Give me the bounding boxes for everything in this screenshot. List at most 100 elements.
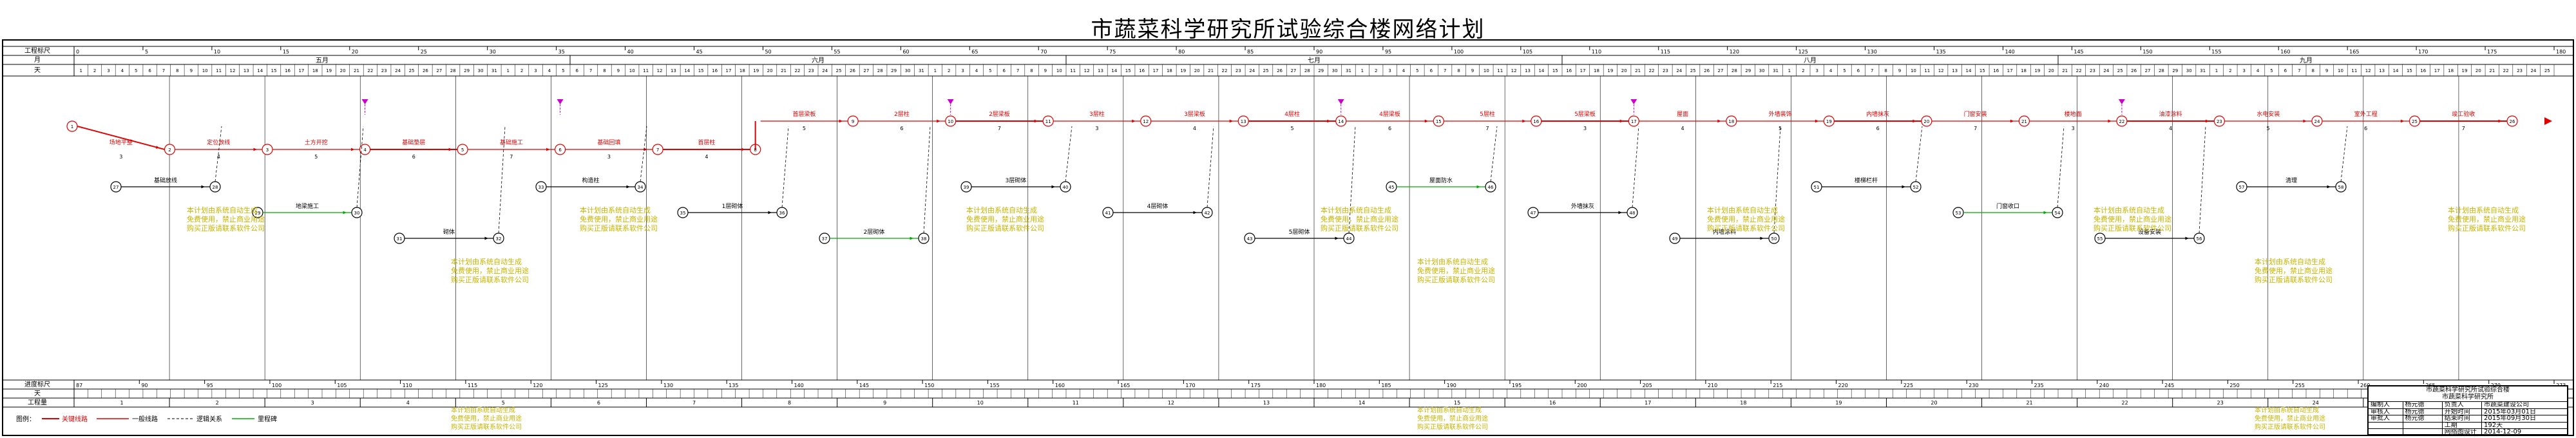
day-number: 22 bbox=[367, 68, 373, 73]
task-label: 油漆涂料 bbox=[2159, 110, 2182, 118]
day-number: 18 bbox=[2021, 68, 2027, 73]
dependency-link bbox=[1915, 126, 1923, 182]
scale-tick-label: 260 bbox=[2360, 383, 2370, 388]
node-number: 13 bbox=[1241, 119, 1246, 124]
arrow-head bbox=[2010, 119, 2014, 123]
day-number: 27 bbox=[863, 68, 869, 73]
day-number: 8 bbox=[1884, 68, 1887, 73]
watermark-text: 免费使用，禁止商业用途 bbox=[966, 214, 1044, 224]
day-number: 16 bbox=[2420, 68, 2426, 73]
task-label: 场地平整 bbox=[110, 138, 133, 146]
month-label: 七月 bbox=[1308, 57, 1321, 64]
outer-frame bbox=[2, 39, 2574, 436]
dependency-link bbox=[923, 126, 931, 234]
arrow-head bbox=[937, 119, 940, 123]
scale-tick-label: 245 bbox=[2164, 383, 2174, 388]
info-cell: 2015年09月30日 bbox=[2484, 415, 2536, 422]
node-number: 6 bbox=[558, 148, 562, 153]
week-number: 9 bbox=[883, 400, 886, 406]
info-cell: 审核人 bbox=[2369, 408, 2403, 415]
node-number: 36 bbox=[779, 211, 785, 216]
info-cell: 编制人 bbox=[2369, 402, 2403, 408]
task-duration: 3 bbox=[607, 154, 611, 160]
day-number: 13 bbox=[1525, 68, 1531, 73]
day-number: 21 bbox=[354, 68, 359, 73]
task-label: 5层柱 bbox=[1480, 110, 1495, 118]
node-number: 15 bbox=[1436, 119, 1442, 124]
arrow-head bbox=[839, 119, 843, 123]
day-number: 26 bbox=[850, 68, 855, 73]
info-cell: 2014-12-09 bbox=[2484, 429, 2522, 435]
task-duration: 7 bbox=[2462, 126, 2465, 131]
task-label: 4层柱 bbox=[1284, 110, 1300, 118]
node-number: 7 bbox=[656, 148, 659, 153]
week-number: 20 bbox=[1931, 400, 1937, 406]
day-number: 22 bbox=[1649, 68, 1655, 73]
week-number: 12 bbox=[1168, 400, 1174, 406]
info-cell: 市蔬菜建设公司 bbox=[2484, 402, 2530, 408]
scale-tick-label: 160 bbox=[1055, 383, 1065, 388]
scale-tick-label: 105 bbox=[1523, 49, 1532, 55]
scale-tick-label: 165 bbox=[2349, 49, 2359, 55]
node-number: 48 bbox=[1630, 211, 1636, 216]
scale-tick-label: 130 bbox=[663, 383, 673, 388]
task-duration: 7 bbox=[998, 126, 1001, 131]
legend-milestone-label: 里程碑 bbox=[258, 415, 277, 423]
day-number: 9 bbox=[1898, 68, 1901, 73]
scale-tick-label: 200 bbox=[1577, 383, 1587, 388]
node-number: 3 bbox=[266, 148, 269, 153]
scale-tick-label: 120 bbox=[1730, 49, 1739, 55]
watermark-text: 本计划由系统自动生成 bbox=[1417, 257, 1488, 266]
day-number: 19 bbox=[1607, 68, 1613, 73]
milestone-marker bbox=[361, 99, 368, 104]
week-number: 15 bbox=[1454, 400, 1460, 406]
task-label: 基础回填 bbox=[597, 138, 620, 146]
node-number: 17 bbox=[1631, 119, 1637, 124]
day-number: 12 bbox=[1938, 68, 1944, 73]
arrow-head bbox=[1193, 211, 1197, 214]
scale-tick-label: 180 bbox=[1316, 383, 1326, 388]
day-number: 13 bbox=[671, 68, 676, 73]
day-number: 3 bbox=[1815, 68, 1818, 73]
milestone-marker bbox=[1630, 99, 1637, 104]
arrow-head bbox=[1913, 119, 1916, 123]
node-number: 27 bbox=[113, 185, 119, 190]
node-number: 51 bbox=[1814, 185, 1820, 190]
task-label: 竣工验收 bbox=[2452, 110, 2475, 118]
node-number: 31 bbox=[397, 236, 403, 242]
week-number: 11 bbox=[1073, 400, 1079, 406]
row-label-month: 月 bbox=[34, 56, 41, 64]
arrow-head bbox=[351, 148, 355, 151]
month-label: 九月 bbox=[2300, 57, 2313, 64]
node-number: 21 bbox=[2021, 119, 2027, 124]
scale-tick-label: 40 bbox=[627, 49, 634, 55]
scale-tick-label: 120 bbox=[533, 383, 542, 388]
day-number: 10 bbox=[1484, 68, 1489, 73]
node-number: 39 bbox=[964, 185, 969, 190]
day-number: 29 bbox=[2172, 68, 2178, 73]
watermark-text: 本计划由系统自动生成 bbox=[1321, 205, 1391, 214]
day-number: 29 bbox=[464, 68, 470, 73]
arrow-head bbox=[2327, 185, 2331, 189]
day-number: 17 bbox=[2007, 68, 2013, 73]
arrow-head bbox=[1717, 119, 1721, 123]
watermark-text: 免费使用，禁止商业用途 bbox=[580, 214, 658, 224]
arrow-head bbox=[1522, 119, 1526, 123]
scale-tick-label: 175 bbox=[1251, 383, 1261, 388]
info-cell bbox=[2403, 429, 2443, 435]
day-number: 1 bbox=[1361, 68, 1364, 73]
day-number: 11 bbox=[2351, 68, 2357, 73]
node-number: 10 bbox=[948, 119, 953, 124]
scale-tick-label: 0 bbox=[76, 49, 79, 55]
node-number: 46 bbox=[1488, 185, 1494, 190]
scale-tick-label: 30 bbox=[490, 49, 496, 55]
watermark-text: 购买正版请联系软件公司 bbox=[187, 224, 265, 233]
day-number: 21 bbox=[2489, 68, 2495, 73]
day-number: 31 bbox=[491, 68, 497, 73]
day-number: 15 bbox=[1552, 68, 1558, 73]
task-duration: 4 bbox=[1681, 126, 1684, 131]
scale-tick-label: 150 bbox=[2142, 49, 2152, 55]
scale-tick-label: 60 bbox=[902, 49, 909, 55]
info-cell: 审批人 bbox=[2369, 415, 2403, 422]
node-number: 56 bbox=[2197, 236, 2202, 242]
